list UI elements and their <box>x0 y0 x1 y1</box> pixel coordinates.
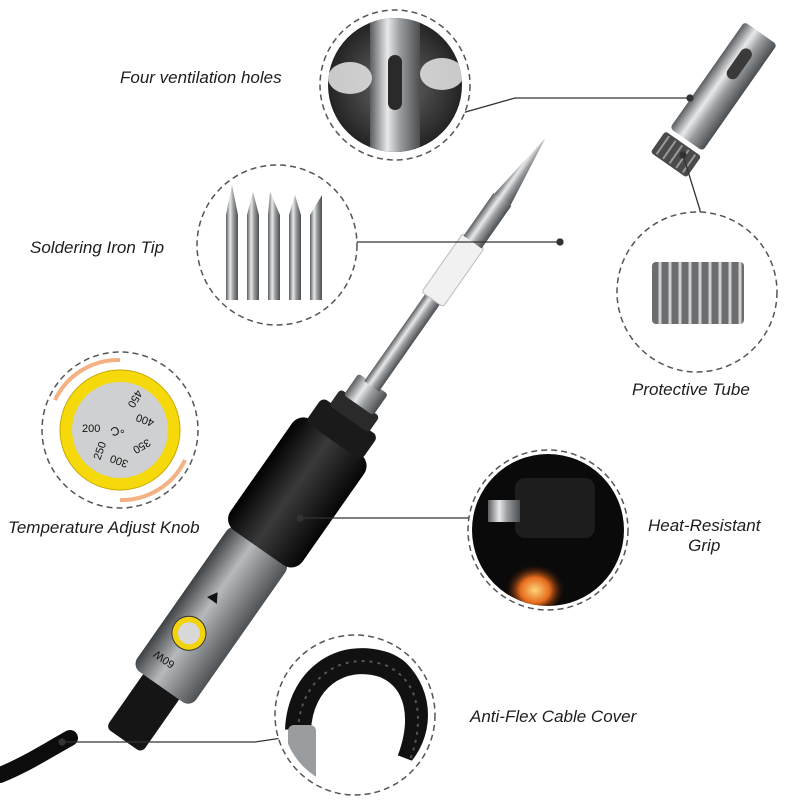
label-protective-tube: Protective Tube <box>632 380 750 399</box>
metal-handle <box>135 526 288 704</box>
tip-variant-4 <box>289 195 301 300</box>
label-grip-line2: Grip <box>688 536 721 555</box>
label-tip: Soldering Iron Tip <box>30 238 165 257</box>
knob-scale-200: 200 <box>82 423 100 435</box>
knob-unit: °C <box>108 421 126 439</box>
knob-scale-250: 250 <box>92 440 110 461</box>
tip-variant-2 <box>247 192 259 300</box>
callout-protective-tube <box>616 211 778 373</box>
tip-variant-1 <box>226 185 238 300</box>
label-grip: Heat-Resistant Grip <box>648 516 760 556</box>
label-cable: Anti-Flex Cable Cover <box>470 707 637 726</box>
soldering-iron-body: 60W <box>0 23 776 783</box>
steel-shaft <box>364 292 441 392</box>
rubber-grip <box>228 417 367 568</box>
knob-indicator-arrow <box>206 592 218 604</box>
label-knob: Temperature Adjust Knob <box>8 518 200 537</box>
callout-cable-cover <box>274 634 436 796</box>
cable-cover <box>108 672 180 751</box>
ceramic-sleeve <box>422 233 484 307</box>
tip-variant-5 <box>310 195 322 300</box>
protective-tube-part <box>671 23 776 150</box>
knob-scale-300: 300 <box>109 452 130 470</box>
callout-ventilation <box>319 9 471 161</box>
threaded-nut <box>344 374 387 415</box>
callout-grip <box>467 449 629 611</box>
leader-lines <box>58 94 701 746</box>
callout-temperature-knob: °C 200 250 300 350 400 450 <box>41 351 199 509</box>
knob-scale-400: 400 <box>135 411 156 429</box>
label-ventilation: Four ventilation holes <box>120 68 282 87</box>
callout-tips <box>196 164 358 326</box>
knob-dial-face <box>72 382 168 478</box>
tip-variant-3 <box>268 192 280 300</box>
label-grip-line1: Heat-Resistant <box>648 516 761 535</box>
iron-tip <box>494 138 546 206</box>
